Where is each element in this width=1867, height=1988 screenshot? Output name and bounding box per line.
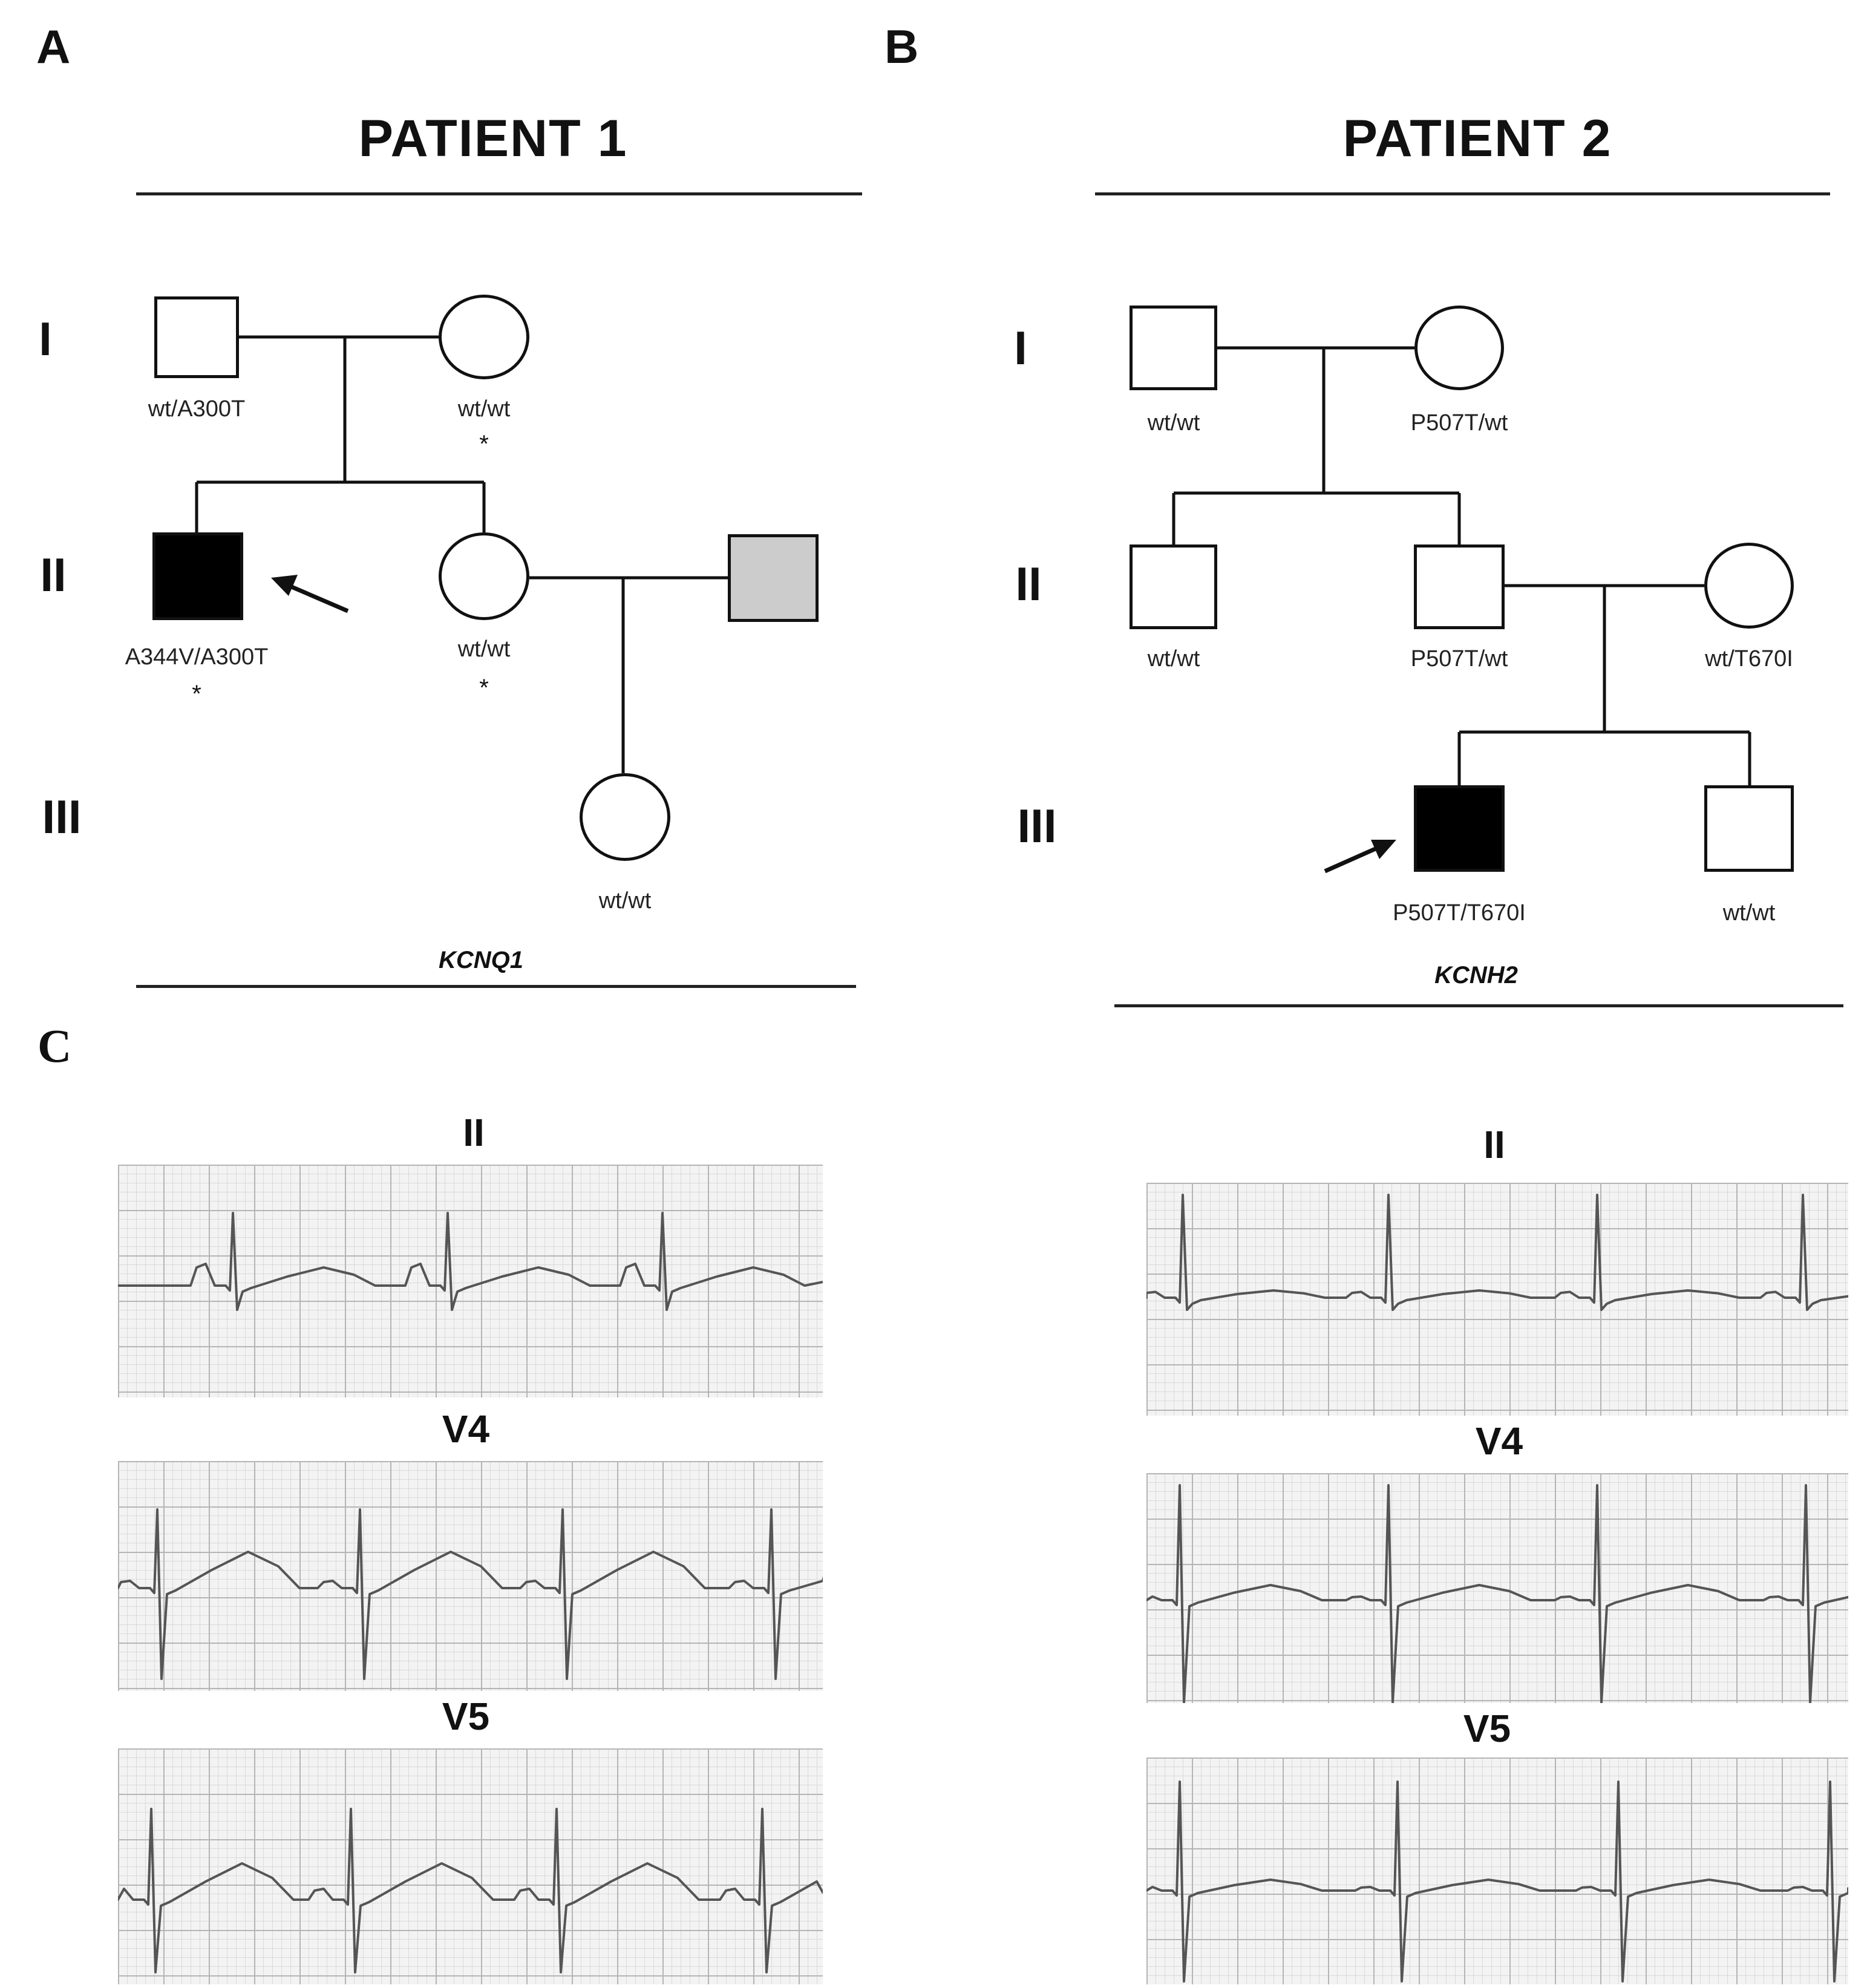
male-unaffected-i-father — [1130, 306, 1217, 390]
ecg-trace — [1146, 1780, 1848, 1983]
ecg-trace — [1146, 1484, 1848, 1703]
female-unaffected-i-mother — [439, 295, 529, 379]
genotype-label: P507T/wt — [1410, 410, 1508, 436]
ecg-lead-label-v4: V4 — [442, 1407, 490, 1451]
patient-2-title: PATIENT 2 — [1342, 110, 1612, 168]
ecg-lead-label-ii: II — [1483, 1123, 1505, 1166]
ecg-strip-patient-1-lead-v5 — [118, 1748, 823, 1984]
genotype-label: wt/wt — [1147, 646, 1200, 672]
asterisk-marker: * — [192, 681, 201, 707]
generation-label-ii: II — [1015, 557, 1042, 610]
male-affected-proband-patient-2 — [1414, 785, 1505, 872]
generation-label-i: I — [1014, 321, 1027, 374]
ecg-strip-patient-1-lead-v4 — [118, 1461, 823, 1691]
ecg-trace — [118, 1808, 823, 1973]
male-unaffected-iii-brother — [1704, 785, 1794, 872]
genotype-label: wt/wt — [1722, 900, 1776, 926]
ecg-lead-label-v5: V5 — [442, 1695, 490, 1738]
genotype-label: wt/T670I — [1705, 646, 1793, 672]
genotype-label: P507T/wt — [1410, 646, 1508, 672]
ecg-strip-patient-1-lead-ii — [118, 1165, 823, 1398]
patient-2-top-rule — [1095, 192, 1830, 195]
ecg-waveform — [118, 1808, 823, 1973]
male-carrier-ii-father — [1414, 544, 1505, 629]
generation-label-ii: II — [40, 548, 67, 601]
ecg-waveform — [118, 1212, 823, 1311]
female-unaffected-iii-niece — [580, 773, 670, 861]
generation-label-iii: III — [42, 790, 82, 843]
asterisk-marker: * — [479, 675, 489, 701]
ecg-lead-label-v4: V4 — [1475, 1419, 1523, 1463]
female-carrier-ii-mother — [1704, 543, 1794, 629]
genotype-label: wt/wt — [457, 396, 511, 422]
gene-label-kcnh2: KCNH2 — [1434, 962, 1518, 989]
male-affected-proband-patient-1 — [152, 532, 243, 620]
genotype-label: A344V/A300T — [125, 644, 269, 670]
patient-2-bottom-rule — [1114, 1004, 1843, 1007]
ecg-waveform — [1146, 1194, 1848, 1311]
ecg-waveform — [1146, 1484, 1848, 1703]
proband-arrow-1 — [271, 575, 349, 613]
genotype-label: wt/wt — [598, 888, 652, 914]
generation-label-i: I — [39, 312, 52, 365]
patient-1-pedigree-lines — [195, 335, 728, 773]
female-unaffected-ii-sister — [439, 532, 529, 620]
ecg-trace — [118, 1508, 823, 1680]
genotype-label: P507T/T670I — [1393, 900, 1526, 926]
asterisk-marker: * — [479, 431, 489, 457]
patient-2-pedigree-lines — [1172, 346, 1751, 874]
genotype-label: wt/wt — [457, 636, 511, 662]
patient-1-bottom-rule — [136, 985, 856, 988]
genotype-label: wt/A300T — [148, 396, 246, 422]
generation-label-iii: III — [1017, 799, 1057, 852]
genotype-label: wt/wt — [1147, 410, 1200, 436]
ecg-waveform — [1146, 1780, 1848, 1983]
ecg-trace — [118, 1212, 823, 1311]
ecg-lead-label-ii: II — [463, 1111, 485, 1154]
ecg-waveform — [118, 1508, 823, 1680]
panel-label-c: C — [38, 1019, 72, 1072]
patient-1-top-rule — [136, 192, 862, 195]
panel-label-b: B — [884, 20, 919, 73]
ecg-strip-patient-2-lead-ii — [1146, 1183, 1848, 1416]
male-partner-unknown-status — [728, 534, 819, 622]
panel-label-a: A — [36, 20, 71, 73]
male-unaffected-ii-uncle — [1130, 544, 1217, 629]
gene-label-kcnq1: KCNQ1 — [438, 947, 524, 973]
patient-1-title: PATIENT 1 — [358, 110, 628, 168]
proband-arrow-2 — [1324, 840, 1396, 874]
ecg-strip-patient-2-lead-v4 — [1146, 1473, 1848, 1703]
male-unaffected-i-father — [154, 296, 239, 378]
ecg-trace — [1146, 1194, 1848, 1311]
ecg-strip-patient-2-lead-v5 — [1146, 1757, 1848, 1984]
ecg-lead-label-v5: V5 — [1463, 1707, 1511, 1750]
female-carrier-i-mother — [1414, 306, 1504, 390]
